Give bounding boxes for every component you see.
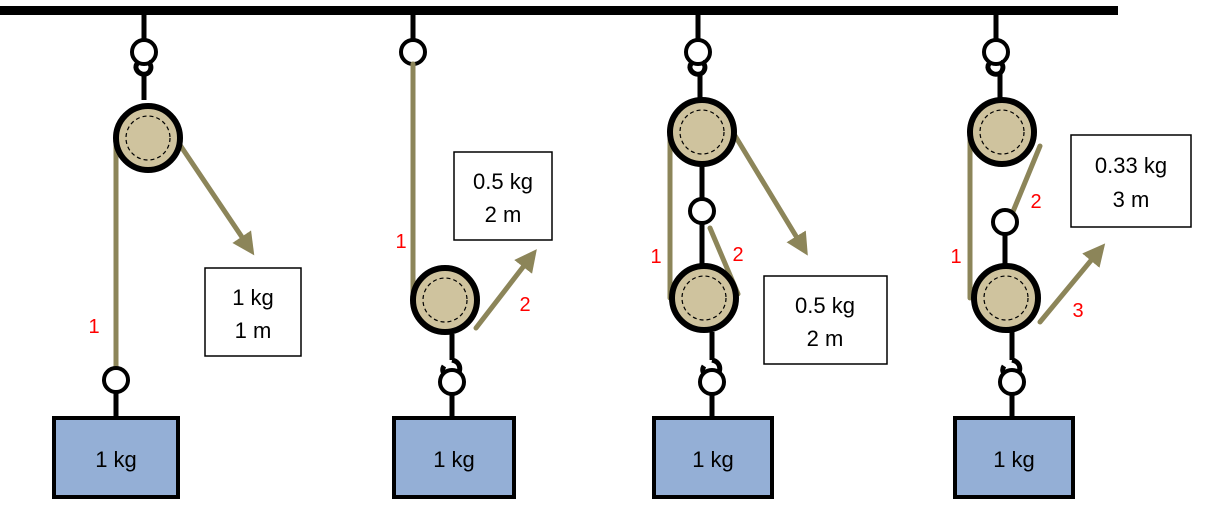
effort-force: 0.5 kg: [473, 169, 533, 194]
load-label: 1 kg: [993, 447, 1035, 472]
setup-4: 1 kg 1 2 3 0.33 kg 3 m: [950, 15, 1192, 499]
rope-number-2: 2: [519, 294, 530, 316]
effort-distance: 2 m: [807, 326, 844, 351]
rope-effort-side: [731, 131, 808, 256]
effort-force: 0.5 kg: [795, 293, 855, 318]
rope-number-2: 2: [1030, 191, 1041, 213]
rope-number-1: 1: [395, 231, 406, 253]
pulley-axle: [679, 109, 725, 155]
load-ring: [698, 368, 726, 396]
rope-effort-side: [1037, 243, 1106, 325]
pulley-hook: [687, 59, 708, 77]
ceiling-ring: [982, 38, 1010, 66]
load-mass: [392, 416, 516, 499]
load-label: 1 kg: [95, 447, 137, 472]
pulley-axle: [422, 277, 468, 323]
effort-force: 0.33 kg: [1095, 153, 1167, 178]
rope-number-1: 1: [950, 246, 961, 268]
movable-pulley: [669, 263, 739, 333]
effort-force: 1 kg: [232, 285, 274, 310]
rope-segment-2: [1009, 143, 1043, 217]
fixed-pulley: [967, 97, 1037, 167]
effort-distance: 3 m: [1113, 187, 1150, 212]
ceiling-ring: [130, 38, 158, 66]
effort-box: [1070, 134, 1192, 228]
pulley-axle: [681, 275, 727, 321]
movable-pulley: [410, 265, 480, 335]
rope-number-2: 2: [732, 244, 743, 266]
movable-pulley: [971, 263, 1041, 333]
rope-number-1: 1: [650, 246, 661, 268]
load-ring: [102, 366, 130, 394]
fixed-pulley: [667, 97, 737, 167]
pulley-axle: [125, 115, 171, 161]
load-mass: [953, 416, 1075, 499]
ceiling-ring: [399, 38, 427, 66]
effort-box: [453, 151, 553, 241]
pulley-axle: [979, 109, 1025, 155]
rope-number: 1: [88, 316, 99, 338]
setup-2: 1 kg 1 2 0.5 kg 2 m: [392, 15, 553, 499]
pulley-axle: [983, 275, 1029, 321]
effort-distance: 2 m: [485, 202, 522, 227]
rope-effort-side: [175, 139, 255, 256]
rope-effort-side: [473, 249, 537, 331]
rope-number-3: 3: [1072, 300, 1083, 322]
middle-ring: [688, 197, 716, 225]
middle-ring: [991, 208, 1019, 236]
load-label: 1 kg: [692, 447, 734, 472]
pulley-hook: [985, 59, 1006, 77]
load-ring: [998, 368, 1026, 396]
load-ring: [438, 368, 466, 396]
load-mass: [52, 416, 180, 499]
setup-3: 1 kg 1 2 0.5 kg 2 m: [650, 15, 888, 499]
effort-box: [204, 267, 302, 357]
load-mass: [652, 416, 774, 499]
load-label: 1 kg: [433, 447, 475, 472]
ceiling-beam: [0, 6, 1118, 15]
fixed-pulley: [113, 103, 183, 173]
effort-distance: 1 m: [235, 318, 272, 343]
effort-box: [763, 275, 888, 365]
ceiling-ring: [684, 38, 712, 66]
setup-1: 1 kg 1 1 kg 1 m: [52, 15, 302, 499]
